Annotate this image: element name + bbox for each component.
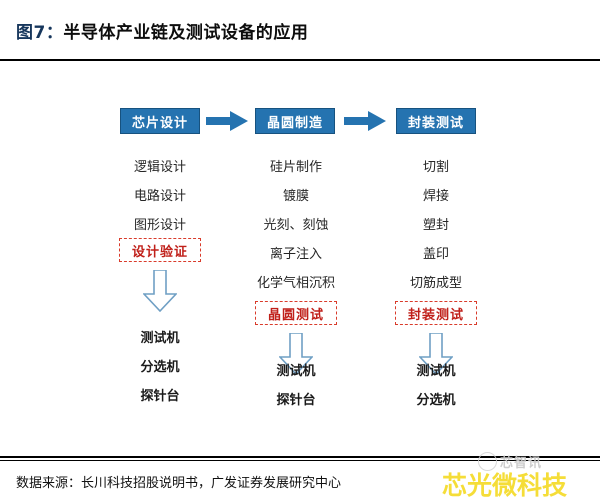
process-steps-fabrication: 硅片制作 镀膜 光刻、刻蚀 离子注入 化学气相沉积 xyxy=(236,153,356,298)
test-tag-wafer-test: 晶圆测试 xyxy=(255,301,337,325)
equipment-list-design: 测试机 分选机 探针台 xyxy=(100,324,220,411)
arrow-right-icon xyxy=(344,111,386,131)
process-step: 切割 xyxy=(422,160,449,175)
title-divider xyxy=(0,59,600,61)
test-tag-design-verification: 设计验证 xyxy=(119,238,201,262)
process-steps-design: 逻辑设计 电路设计 图形设计 xyxy=(100,153,220,240)
page-title: 图7：半导体产业链及测试设备的应用 xyxy=(16,18,308,43)
stage-box-design: 芯片设计 xyxy=(120,108,200,134)
process-step: 焊接 xyxy=(422,189,449,204)
equipment-item: 测试机 xyxy=(140,331,180,346)
process-step: 镀膜 xyxy=(282,189,309,204)
equipment-item: 探针台 xyxy=(140,389,180,404)
footer-bar: 数据来源：长川科技招股说明书，广发证券发展研究中心 xyxy=(16,466,586,496)
diagram-canvas: 芯片设计 晶圆制造 封装测试 逻辑设计 电路设计 图形设计 硅片制作 镀膜 光刻… xyxy=(0,61,600,458)
equipment-list-packaging: 测试机 分选机 xyxy=(376,357,496,415)
arrow-down-icon xyxy=(418,332,454,376)
process-step: 硅片制作 xyxy=(269,160,322,175)
figure-title-bar: 图7：半导体产业链及测试设备的应用 xyxy=(0,0,600,60)
process-step: 逻辑设计 xyxy=(133,160,186,175)
equipment-item: 测试机 xyxy=(416,364,456,379)
footer-divider-top xyxy=(0,456,600,458)
process-step: 塑封 xyxy=(422,218,449,233)
stage-box-packaging-test: 封装测试 xyxy=(396,108,476,134)
footer-divider-bottom xyxy=(0,460,600,461)
arrow-right-icon xyxy=(206,111,248,131)
test-tag-package-test: 封装测试 xyxy=(395,301,477,325)
process-step: 盖印 xyxy=(422,247,449,262)
figure-title-text: 半导体产业链及测试设备的应用 xyxy=(63,22,309,43)
figure-number: 图7： xyxy=(16,22,64,43)
equipment-list-fabrication: 测试机 探针台 xyxy=(236,357,356,415)
process-step: 化学气相沉积 xyxy=(256,276,335,291)
arrow-down-icon xyxy=(142,269,178,313)
equipment-item: 测试机 xyxy=(276,364,316,379)
process-step: 图形设计 xyxy=(133,218,186,233)
process-step: 电路设计 xyxy=(133,189,186,204)
process-step: 离子注入 xyxy=(269,247,322,262)
equipment-item: 分选机 xyxy=(140,360,180,375)
source-note: 数据来源：长川科技招股说明书，广发证券发展研究中心 xyxy=(16,475,342,491)
process-step: 切筋成型 xyxy=(409,276,462,291)
equipment-item: 分选机 xyxy=(416,393,456,408)
process-step: 光刻、刻蚀 xyxy=(263,218,329,233)
equipment-item: 探针台 xyxy=(276,393,316,408)
process-steps-packaging: 切割 焊接 塑封 盖印 切筋成型 xyxy=(376,153,496,298)
arrow-down-icon xyxy=(278,332,314,376)
stage-box-fabrication: 晶圆制造 xyxy=(255,108,335,134)
